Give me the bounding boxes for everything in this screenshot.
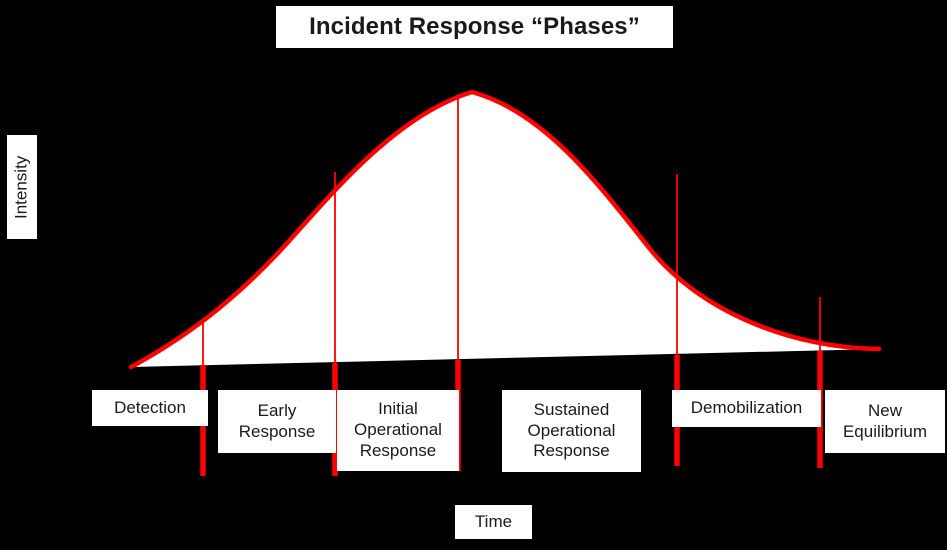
phase-line-2: Operational bbox=[354, 420, 442, 440]
phase-line-3: Response bbox=[359, 440, 437, 460]
intensity-curve-line bbox=[128, 89, 882, 370]
phase-line-2: Response bbox=[238, 421, 316, 441]
phase-label-sustained-operational-response: Sustained Operational Response bbox=[502, 390, 641, 472]
y-axis-label-text: Intensity bbox=[11, 155, 31, 219]
phase-label-initial-operational-response: Initial Operational Response bbox=[337, 390, 459, 471]
phase-label-detection: Detection bbox=[92, 390, 208, 426]
phase-label-demobilization: Demobilization bbox=[672, 390, 821, 427]
phase-line-1: Sustained bbox=[533, 399, 610, 419]
phase-label-text: Initial Operational Response bbox=[354, 399, 442, 461]
phase-label-new-equilibrium: New Equilibrium bbox=[825, 390, 945, 453]
chart-title: Incident Response “Phases” bbox=[276, 6, 673, 48]
curve-fill-area bbox=[131, 92, 879, 367]
phase-label-early-response: Early Response bbox=[218, 390, 336, 453]
phase-line-1: Demobilization bbox=[690, 398, 803, 418]
y-axis-label: Intensity bbox=[7, 135, 37, 239]
phase-line-2: Operational bbox=[527, 420, 616, 440]
phase-divider-lines-upper bbox=[202, 94, 821, 369]
phase-label-text: Detection bbox=[114, 398, 186, 419]
phase-line-1: Detection bbox=[114, 397, 186, 417]
x-axis-label: Time bbox=[455, 505, 532, 539]
phase-label-text: Early Response bbox=[239, 401, 316, 442]
phase-line-1: New bbox=[867, 400, 902, 420]
phase-line-2: Equilibrium bbox=[842, 421, 928, 441]
phase-label-text: New Equilibrium bbox=[843, 401, 927, 442]
phase-line-1: Initial bbox=[378, 399, 418, 419]
phase-label-text: Sustained Operational Response bbox=[528, 400, 616, 462]
chart-title-text: Incident Response “Phases” bbox=[309, 13, 640, 41]
x-axis-label-text: Time bbox=[474, 511, 513, 531]
phase-line-3: Response bbox=[533, 441, 610, 461]
phase-line-1: Early bbox=[257, 400, 297, 420]
phase-label-text: Demobilization bbox=[691, 398, 803, 419]
